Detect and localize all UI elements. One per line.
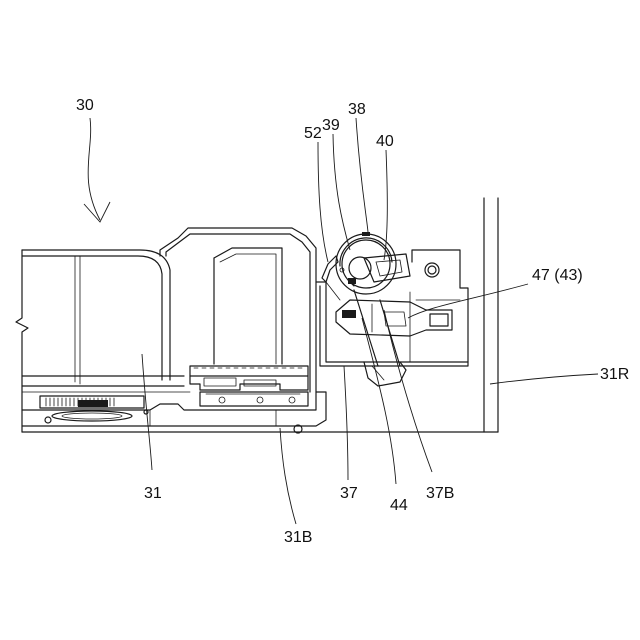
label-31r: 31R	[600, 366, 629, 383]
label-31: 31	[144, 485, 162, 502]
leader-lines	[142, 118, 598, 524]
slider-47	[336, 290, 452, 366]
arrow-30	[84, 118, 110, 222]
label-44: 44	[390, 497, 408, 514]
tray-31	[22, 250, 190, 392]
housing-outline	[16, 198, 498, 432]
label-39: 39	[322, 117, 340, 134]
label-52: 52	[304, 125, 322, 142]
label-47-43: 47 (43)	[532, 267, 583, 284]
arm-40	[348, 254, 410, 286]
lever-52	[322, 256, 340, 300]
label-38: 38	[348, 101, 366, 118]
label-37: 37	[340, 485, 358, 502]
reference-labels: 30 38 52 39 40 47 (43) 31R 31 37 44 37B …	[76, 97, 629, 546]
label-30: 30	[76, 97, 94, 114]
label-37b: 37B	[426, 485, 454, 502]
board-assembly	[190, 366, 308, 406]
right-frame-37	[316, 250, 468, 386]
centre-bracket	[160, 228, 316, 392]
label-31b: 31B	[284, 529, 312, 546]
label-40: 40	[376, 133, 394, 150]
